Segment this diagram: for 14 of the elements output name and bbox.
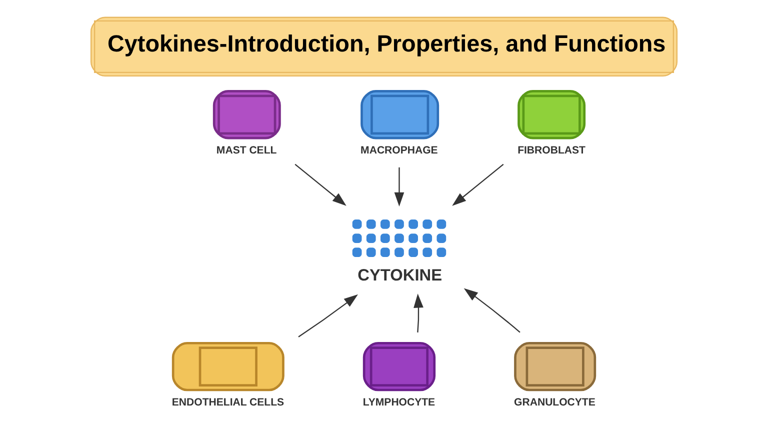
arrow [464, 288, 520, 333]
node-label: FIBROBLAST [518, 144, 586, 157]
arrow [394, 167, 404, 206]
node-label: CYTOKINE [358, 266, 442, 285]
arrow [452, 164, 504, 206]
arrow [298, 294, 358, 338]
node-label: MAST CELL [216, 144, 277, 157]
arrow [414, 294, 424, 332]
diagram-title: Cytokines-Introduction, Properties, and Functions [107, 30, 666, 56]
node-label: LYMPHOCYTE [362, 396, 436, 408]
node-label: ENDOTHELIAL CELLS [172, 396, 284, 408]
arrow [294, 164, 346, 206]
node-label: GRANULOCYTE [514, 396, 596, 408]
node-label: MACROPHAGE [360, 144, 438, 157]
